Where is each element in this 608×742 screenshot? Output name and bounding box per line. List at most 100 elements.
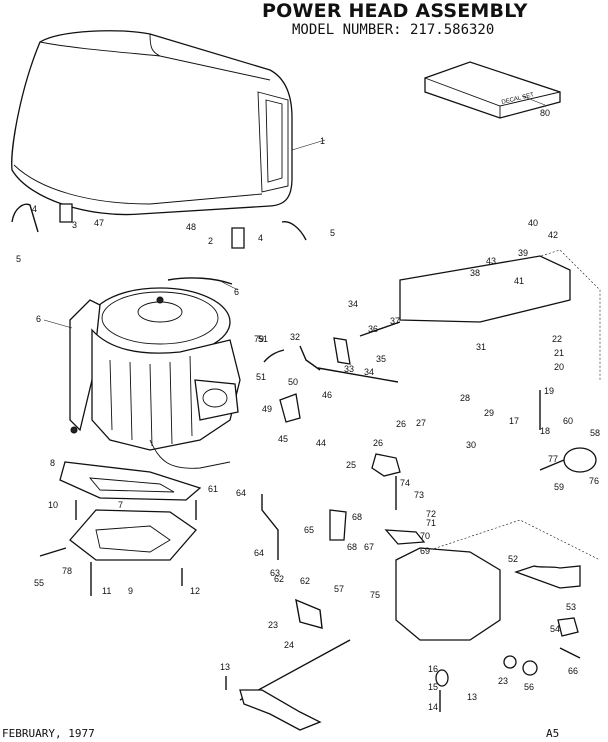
gasket-8-inner xyxy=(88,477,175,493)
screw-39 xyxy=(359,321,401,337)
callout-51: 51 xyxy=(258,334,268,344)
callout-24: 24 xyxy=(284,640,294,650)
callout-28: 28 xyxy=(460,393,470,403)
bracket-assembly-top xyxy=(399,255,571,323)
callout-30: 30 xyxy=(466,440,476,450)
callout-25: 25 xyxy=(346,460,356,470)
callout-50: 50 xyxy=(288,377,298,387)
power-head-block xyxy=(69,287,241,469)
callout-37: 37 xyxy=(390,316,400,326)
callout-7: 7 xyxy=(118,500,123,510)
callout-33: 33 xyxy=(344,364,354,374)
callout-36: 36 xyxy=(368,324,378,334)
callout-77: 77 xyxy=(548,454,558,464)
callout-68: 68 xyxy=(347,542,357,552)
callout-11: 11 xyxy=(102,586,111,596)
callout-34: 34 xyxy=(364,367,374,377)
callout-71: 71 xyxy=(426,518,436,528)
latch-spring-right xyxy=(281,221,307,241)
callout-80: 80 xyxy=(540,108,550,118)
callout-31: 31 xyxy=(476,342,486,352)
callout-32: 32 xyxy=(290,332,300,342)
adapter-plate-9 xyxy=(69,509,197,561)
callout-13: 13 xyxy=(467,692,477,702)
callout-74: 74 xyxy=(400,478,410,488)
callout-13: 13 xyxy=(220,662,230,672)
model-number: MODEL NUMBER: 217.586320 xyxy=(292,22,495,38)
callout-64: 64 xyxy=(236,488,246,498)
clip-57 xyxy=(557,617,579,637)
leader-6-top xyxy=(221,281,239,291)
washer-23-right xyxy=(503,655,517,669)
footer-page: A5 xyxy=(546,727,560,740)
switch-56 xyxy=(514,565,581,589)
callout-22: 22 xyxy=(552,334,562,344)
callout-43: 43 xyxy=(486,256,496,266)
callout-14: 14 xyxy=(428,702,438,712)
lower-bracket-assembly xyxy=(395,547,501,641)
callout-67: 67 xyxy=(364,542,374,552)
callout-16: 16 xyxy=(428,664,438,674)
callout-61: 61 xyxy=(208,484,218,494)
callout-48: 48 xyxy=(186,222,196,232)
latch-spring-left xyxy=(11,203,39,233)
lever-35 xyxy=(333,337,351,365)
plate-9-inner xyxy=(95,525,171,553)
bolt-59 xyxy=(39,547,67,557)
handle-24 xyxy=(239,689,322,731)
callout-40: 40 xyxy=(528,218,538,228)
callout-23: 23 xyxy=(498,676,508,686)
callout-62: 62 xyxy=(300,576,310,586)
callout-34: 34 xyxy=(348,299,358,309)
callout-23: 23 xyxy=(268,620,278,630)
block-27 xyxy=(371,453,401,477)
cam-53 xyxy=(279,393,301,423)
callout-8: 8 xyxy=(50,458,55,468)
callout-69: 69 xyxy=(420,546,430,556)
leader-6 xyxy=(43,319,73,329)
gasket-6-top xyxy=(167,277,233,285)
link-34 xyxy=(299,345,321,371)
rod-33 xyxy=(317,367,399,383)
engine-cover xyxy=(11,30,293,216)
callout-54: 54 xyxy=(550,624,560,634)
callout-72: 72 xyxy=(426,509,436,519)
footer-date: FEBRUARY, 1977 xyxy=(2,727,95,740)
callout-46: 46 xyxy=(322,390,332,400)
callout-62: 62 xyxy=(274,574,284,584)
callout-49: 49 xyxy=(262,404,272,414)
screw-70 xyxy=(559,647,581,659)
plate-76 xyxy=(384,529,426,545)
spring-15 xyxy=(435,669,449,687)
bracket-3 xyxy=(59,203,73,223)
washer-60 xyxy=(522,660,538,676)
callout-65: 65 xyxy=(304,525,314,535)
leader-1 xyxy=(291,139,326,151)
callout-3: 3 xyxy=(72,220,77,230)
callout-5: 5 xyxy=(16,254,21,264)
callout-42: 42 xyxy=(548,230,558,240)
callout-1: 1 xyxy=(320,136,325,146)
callout-6: 6 xyxy=(234,287,239,297)
callout-53: 53 xyxy=(566,602,576,612)
callout-41: 41 xyxy=(514,276,524,286)
callout-68: 68 xyxy=(352,512,362,522)
callout-78: 78 xyxy=(62,566,72,576)
callout-26: 26 xyxy=(373,438,383,448)
callout-35: 35 xyxy=(376,354,386,364)
callout-63: 63 xyxy=(270,568,280,578)
hidden-line-a xyxy=(399,249,601,380)
callout-58: 58 xyxy=(590,428,600,438)
callout-75: 75 xyxy=(370,590,380,600)
callout-64: 64 xyxy=(254,548,264,558)
callout-57: 57 xyxy=(334,584,344,594)
callout-10: 10 xyxy=(48,500,58,510)
shaft-82 xyxy=(539,459,565,471)
callout-27: 27 xyxy=(416,418,426,428)
callout-55: 55 xyxy=(34,578,44,588)
link-rod-69 xyxy=(261,494,279,560)
callout-76: 76 xyxy=(589,476,599,486)
callout-56: 56 xyxy=(524,682,534,692)
